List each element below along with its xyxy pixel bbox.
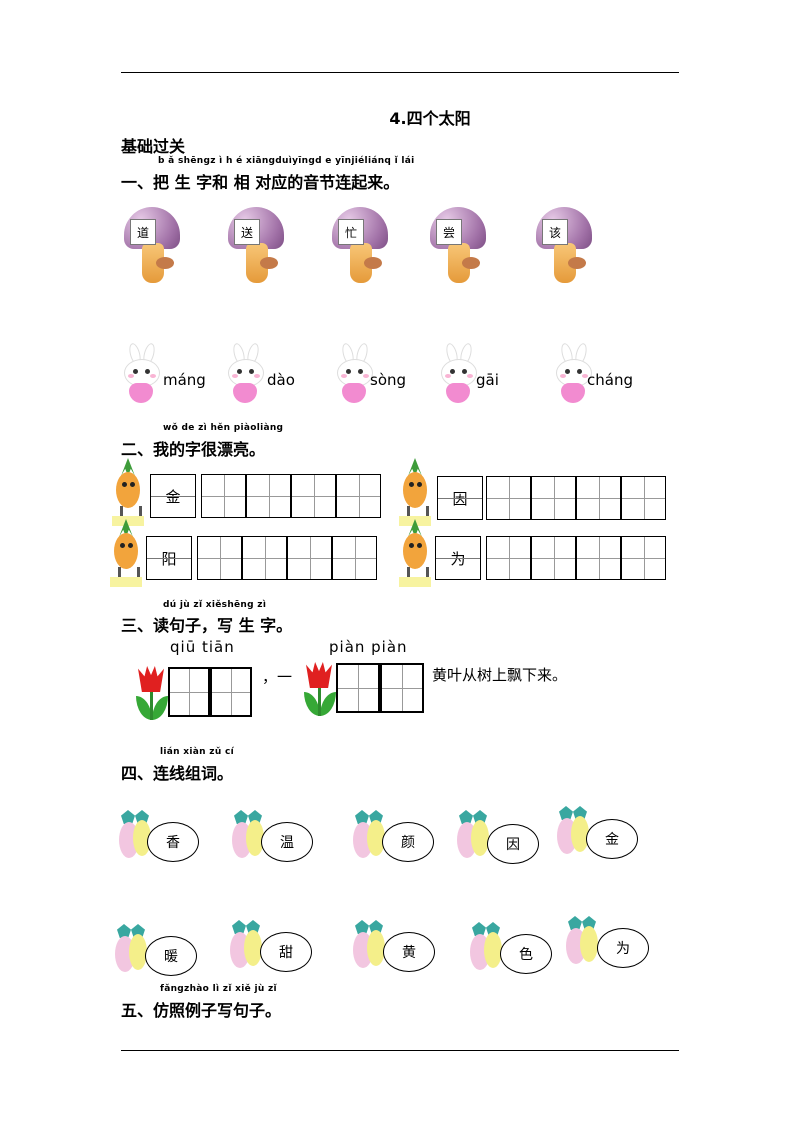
writing-cell[interactable] xyxy=(291,474,336,518)
word-ellipse[interactable]: 温 xyxy=(261,822,313,862)
s1-heading: 一、把 生 字和 相 对应的音节连起来。 xyxy=(121,173,400,192)
model-char-box: 金 xyxy=(150,474,196,518)
fruit-icon xyxy=(353,810,401,862)
writing-cell[interactable] xyxy=(201,474,246,518)
writing-cell[interactable] xyxy=(336,474,381,518)
word-ellipse[interactable]: 甜 xyxy=(260,932,312,972)
model-char-box: 因 xyxy=(437,476,483,520)
word-ellipse[interactable]: 暖 xyxy=(145,936,197,976)
writing-cell[interactable] xyxy=(168,667,210,717)
writing-cell[interactable] xyxy=(576,536,621,580)
word-ellipse[interactable]: 香 xyxy=(147,822,199,862)
page-title: 4.四个太阳 xyxy=(389,109,471,128)
word-ellipse[interactable]: 为 xyxy=(597,928,649,968)
word-ellipse[interactable]: 颜 xyxy=(382,822,434,862)
bunny-2 xyxy=(224,342,268,407)
bunny-1 xyxy=(120,342,164,407)
fruit-icon xyxy=(119,810,167,862)
fruit-icon xyxy=(457,810,505,862)
word-ellipse[interactable]: 黄 xyxy=(383,932,435,972)
s4-pinyin: lián xiàn zǔ cí xyxy=(160,747,234,757)
writing-cell[interactable] xyxy=(531,536,576,580)
s5-pinyin: fǎngzhào lì zǐ xiě jù zǐ xyxy=(160,984,277,994)
word-ellipse[interactable]: 金 xyxy=(586,819,638,859)
bunny-4 xyxy=(437,342,481,407)
bunny-5 xyxy=(552,342,596,407)
writing-cell[interactable] xyxy=(486,536,531,580)
s3-pinyin: dú jù zǐ xiěshēng zì xyxy=(163,600,267,610)
s5-heading: 五、仿照例子写句子。 xyxy=(121,1001,282,1020)
fruit-icon xyxy=(353,920,401,972)
writing-cell[interactable] xyxy=(486,476,531,520)
writing-cell[interactable] xyxy=(576,476,621,520)
writing-cell[interactable] xyxy=(621,476,666,520)
bottom-rule xyxy=(121,1050,679,1051)
s2-pinyin: wǒ de zì hěn piàoliàng xyxy=(163,423,284,433)
comma-one: ，一 xyxy=(262,668,293,686)
mushroom-5: 该 xyxy=(536,207,596,287)
syllable-4: gāi xyxy=(476,371,499,389)
writing-cell[interactable] xyxy=(210,667,252,717)
mushroom-2: 送 xyxy=(228,207,288,287)
fruit-icon xyxy=(470,922,518,974)
model-char-box: 阳 xyxy=(146,536,192,580)
subtitle: 基础过关 xyxy=(121,137,186,156)
sentence-end: 黄叶从树上飘下来。 xyxy=(432,666,568,684)
top-rule xyxy=(121,72,679,73)
tulip-icon xyxy=(302,662,336,718)
pineapple-2 xyxy=(399,458,431,526)
writing-cell[interactable] xyxy=(242,536,287,580)
mushroom-3: 忙 xyxy=(332,207,392,287)
mushroom-char: 道 xyxy=(130,219,156,245)
mushroom-char: 送 xyxy=(234,219,260,245)
s4-heading: 四、连线组词。 xyxy=(121,764,234,783)
pineapple-1 xyxy=(112,458,144,526)
writing-cell[interactable] xyxy=(332,536,377,580)
writing-cell[interactable] xyxy=(336,663,380,713)
writing-cell[interactable] xyxy=(287,536,332,580)
syllable-1: máng xyxy=(163,371,206,389)
syllable-3: sòng xyxy=(370,371,407,389)
s1-pinyin: b ǎ shēngz ì h é xiāngduìyīngd e yīnjiél… xyxy=(158,156,415,166)
word-ellipse[interactable]: 因 xyxy=(487,824,539,864)
model-char-box: 为 xyxy=(435,536,481,580)
syllable-2: dào xyxy=(267,371,295,389)
s3-heading: 三、读句子，写 生 字。 xyxy=(121,616,293,635)
writing-cell[interactable] xyxy=(621,536,666,580)
writing-cell[interactable] xyxy=(246,474,291,518)
fruit-icon xyxy=(566,916,614,968)
mushroom-4: 尝 xyxy=(430,207,490,287)
writing-cell[interactable] xyxy=(197,536,242,580)
mushroom-1: 道 xyxy=(124,207,184,287)
pineapple-4 xyxy=(399,519,431,587)
fruit-icon xyxy=(232,810,280,862)
pineapple-3 xyxy=(110,519,142,587)
fruit-icon xyxy=(557,806,605,858)
pinyin-qiutian: qiū tiān xyxy=(170,638,235,656)
writing-cell[interactable] xyxy=(380,663,424,713)
s2-heading: 二、我的字很漂亮。 xyxy=(121,440,266,459)
mushroom-char: 忙 xyxy=(338,219,364,245)
pinyin-pianpian: piàn piàn xyxy=(329,638,408,656)
mushroom-char: 尝 xyxy=(436,219,462,245)
fruit-icon xyxy=(115,924,163,976)
syllable-5: cháng xyxy=(587,371,633,389)
writing-cell[interactable] xyxy=(531,476,576,520)
word-ellipse[interactable]: 色 xyxy=(500,934,552,974)
tulip-icon xyxy=(134,666,168,722)
fruit-icon xyxy=(230,920,278,972)
mushroom-char: 该 xyxy=(542,219,568,245)
bunny-3 xyxy=(333,342,377,407)
